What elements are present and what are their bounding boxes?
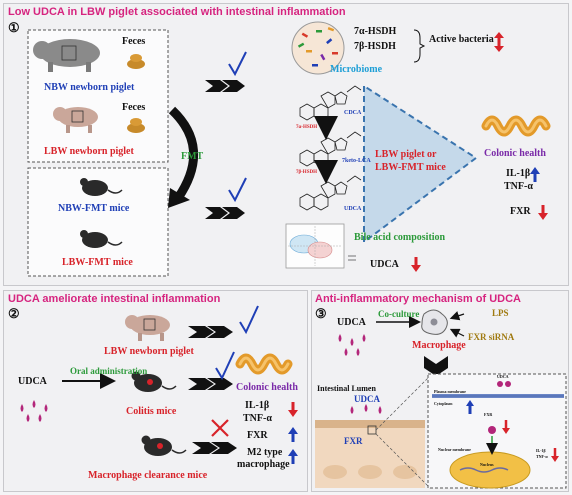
triangle-text-1: LBW piglet or	[375, 149, 437, 160]
feces-label-2: Feces	[122, 102, 146, 113]
sirna-arrow	[449, 328, 465, 338]
panel-3-number: ③	[315, 306, 327, 321]
enzyme-a-label: 7α-HSDH	[296, 125, 318, 130]
p2-fxr-label: FXR	[247, 430, 268, 441]
tnfa-label-1: TNF-α	[504, 181, 533, 192]
il1b-label-1: IL-1β	[506, 168, 531, 179]
nbw-piglet-label: NBW newborn piglet	[44, 82, 135, 93]
bile-acid-label: Bile acid composition	[354, 232, 446, 243]
inset-fxr-label: FXR	[484, 412, 493, 417]
microbiome-label: Microbiome	[330, 64, 383, 75]
lumen-udca-drops	[350, 404, 382, 414]
cdca-label: CDCA	[344, 110, 362, 116]
lbw-fmt-mouse-icon	[80, 230, 123, 248]
panel-1-number: ①	[8, 20, 20, 35]
intestine-icon-2	[235, 353, 293, 375]
udca-drops-icon-2	[20, 400, 48, 422]
feces-label-1: Feces	[122, 36, 146, 47]
lumen-udca-label: UDCA	[354, 394, 380, 404]
panel-2-title: UDCA ameliorate intestinal inflammation	[8, 293, 221, 305]
hsdh-alpha-label: 7α-HSDH	[354, 26, 397, 37]
p2-colonic-health-label: Colonic health	[236, 382, 298, 393]
zoom-lines	[375, 375, 431, 489]
check-icon-colitis	[215, 351, 235, 381]
summary-triangle	[363, 84, 478, 244]
p2-il1b-label: IL-1β	[245, 400, 270, 411]
chevron-arrow-top	[205, 80, 245, 92]
macrophage-icon	[421, 309, 448, 335]
lps-label: LPS	[492, 308, 509, 318]
nbw-fmt-mouse-icon	[80, 178, 123, 196]
fmt-label: FMT	[181, 151, 204, 162]
p3-udca-label: UDCA	[337, 317, 366, 328]
fxr-label-1: FXR	[510, 206, 531, 217]
p2-m2-label-1: M2 type	[247, 447, 283, 458]
cell-mechanism-inset	[427, 373, 567, 489]
clearance-mouse-icon	[141, 435, 187, 456]
active-bacteria-label: Active bacteria	[429, 34, 494, 45]
panel2-chevron-2	[188, 378, 233, 390]
bile-acid-plot-thumbnail	[285, 223, 356, 269]
p2-udca-label: UDCA	[18, 376, 47, 387]
udca-structure	[299, 175, 362, 211]
check-icon-bottom	[228, 177, 247, 203]
intestinal-epithelium	[315, 420, 425, 488]
panel2-pig-icon	[125, 315, 170, 341]
panel2-chevron-1	[188, 326, 233, 338]
clearance-label: Macrophage clearance mice	[88, 470, 208, 481]
p2-tnfa-label: TNF-α	[243, 413, 272, 424]
check-icon-top	[228, 51, 247, 77]
microbiome-dish-icon	[291, 21, 345, 75]
inset-il1b-label: IL-1β	[536, 448, 546, 453]
hsdh-beta-label: 7β-HSDH	[354, 41, 396, 52]
fmt-arrow	[168, 106, 199, 201]
panel-1-title: Low UDCA in LBW piglet associated with i…	[8, 6, 346, 18]
panel3-chevron-down	[424, 356, 448, 376]
colitis-mouse-icon	[131, 371, 177, 392]
udca-structure-label: UDCA	[344, 206, 362, 212]
panel-2-number: ②	[8, 306, 20, 321]
keto-lca-label: 7keto-LCA	[342, 158, 371, 164]
nbw-pig-icon	[33, 39, 100, 72]
lbw-fmt-label: LBW-FMT mice	[62, 257, 133, 268]
cytoplasm-label: Cytoplasm	[434, 401, 453, 406]
feces-icon-2	[127, 118, 145, 133]
intestine-icon-1	[481, 115, 551, 137]
fxr-sirna-label: FXR siRNA	[468, 332, 515, 342]
hsdh-brace	[413, 29, 426, 63]
inset-tnfa-label: TNF-α	[536, 454, 548, 459]
chevron-arrow-bottom	[205, 207, 245, 219]
cross-icon	[211, 419, 229, 437]
check-icon-piglet	[239, 305, 259, 335]
p2-m2-label-2: macrophage	[237, 459, 290, 470]
plasma-membrane-label: Plasma membrane	[434, 389, 466, 394]
p2-lbw-piglet-label: LBW newborn piglet	[104, 346, 194, 357]
inset-udca-label: UDCA	[497, 374, 509, 379]
panel-2	[3, 290, 308, 492]
nuclear-membrane-label: Nuclear membrane	[438, 447, 471, 452]
feces-icon-1	[127, 54, 145, 69]
colitis-label: Colitis mice	[126, 406, 177, 417]
triangle-text-2: LBW-FMT mice	[375, 162, 446, 173]
lps-arrow	[449, 311, 465, 321]
panel-3-title: Anti-inflammatory mechanism of UDCA	[315, 293, 521, 305]
oral-label: Oral administration	[70, 366, 148, 376]
udca-drops-icon-3	[338, 334, 366, 356]
enzyme-b-label: 7β-HSDH	[296, 170, 317, 175]
lbw-piglet-label: LBW newborn piglet	[44, 146, 134, 157]
macrophage-label: Macrophage	[412, 340, 466, 351]
coculture-label: Co-culture	[378, 309, 420, 319]
nucleus-label: Nucleus	[480, 462, 494, 467]
nbw-fmt-label: NBW-FMT mice	[58, 203, 130, 214]
p3-fxr-label: FXR	[344, 436, 363, 446]
panel2-chevron-3	[192, 442, 237, 454]
lumen-label: Intestinal Lumen	[317, 384, 376, 393]
lbw-pig-icon	[53, 107, 98, 133]
udca-result-label: UDCA	[370, 259, 399, 270]
colonic-health-label-1: Colonic health	[484, 148, 546, 159]
